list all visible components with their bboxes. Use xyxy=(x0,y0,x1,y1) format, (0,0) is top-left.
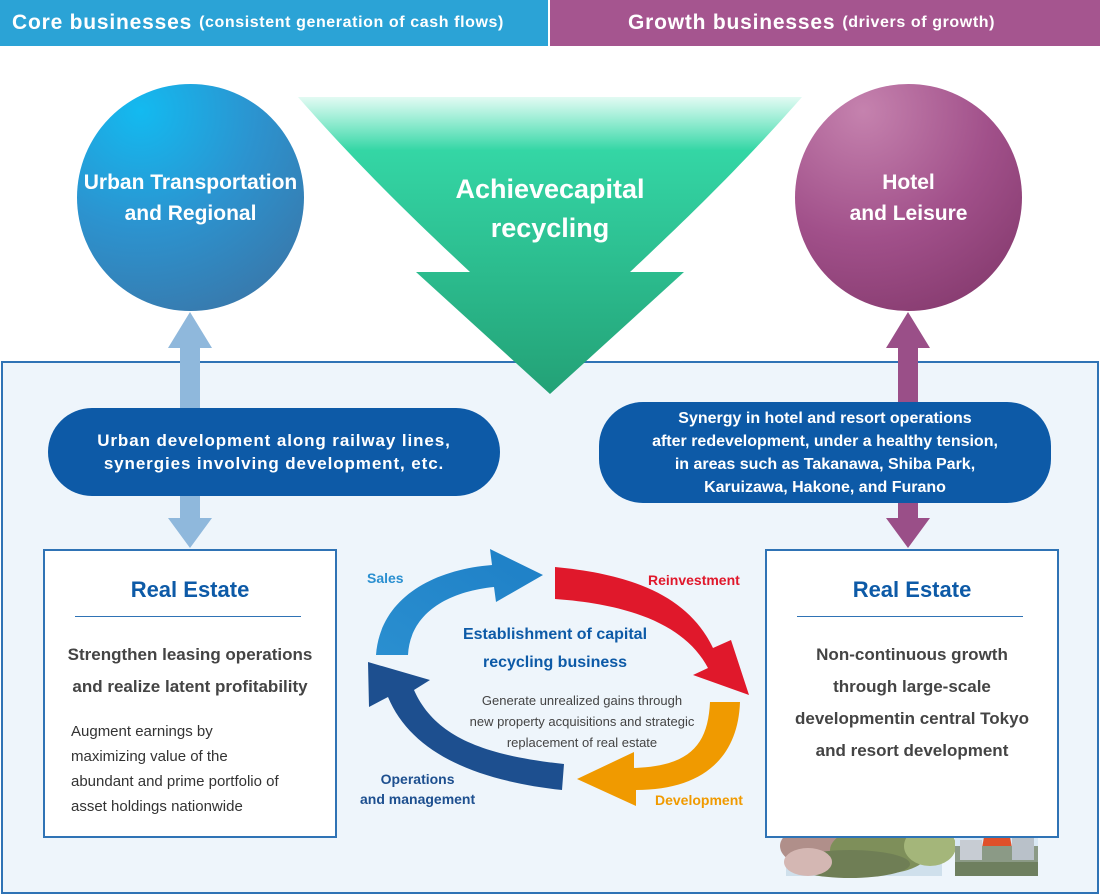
growth-businesses-header: Growth businesses (drivers of growth) xyxy=(550,0,1100,46)
real-estate-right-desc-line2: through large-scale xyxy=(833,677,991,696)
urban-transportation-line2: and Regional xyxy=(124,201,257,225)
real-estate-right-desc-line1: Non-continuous growth xyxy=(816,645,1008,664)
core-businesses-header: Core businesses (consistent generation o… xyxy=(0,0,548,46)
urban-synergy-line2: synergies involving development, etc. xyxy=(103,454,445,473)
capital-recycling-line2: recycling xyxy=(490,213,610,243)
hotel-synergy-line2: after redevelopment, under a healthy ten… xyxy=(652,432,998,450)
growth-businesses-subtitle: (drivers of growth) xyxy=(842,14,996,31)
hotel-leisure-circle: Hotel and Leisure xyxy=(795,84,1022,311)
real-estate-right-title: Real Estate xyxy=(852,577,972,602)
center-title-line2: recycling business xyxy=(482,654,628,671)
real-estate-left-desc-line2: and realize latent profitability xyxy=(72,677,308,696)
real-estate-left-detail-line4: asset holdings nationwide xyxy=(71,798,243,815)
center-desc-line1: Generate unrealized gains through xyxy=(481,693,683,708)
reinvestment-label: Reinvestment xyxy=(648,572,740,588)
capital-recycling-label: Achievecapital recycling xyxy=(430,170,670,248)
development-arrow xyxy=(577,702,740,806)
real-estate-right-box: Real Estate Non-continuous growth throug… xyxy=(765,549,1059,838)
urban-transportation-line1: Urban Transportation xyxy=(83,170,298,194)
hotel-synergy-line4: Karuizawa, Hakone, and Furano xyxy=(704,478,946,496)
capital-recycling-line1: Achievecapital xyxy=(455,174,645,204)
development-label: Development xyxy=(655,792,743,808)
real-estate-left-detail-line1: Augment earnings by xyxy=(71,723,213,740)
capital-recycling-business-description: Generate unrealized gains through new pr… xyxy=(448,690,716,753)
capital-recycling-arrow xyxy=(298,97,802,394)
hotel-synergy-line1: Synergy in hotel and resort operations xyxy=(678,409,972,427)
operations-label-line2: and management xyxy=(360,791,476,807)
reinvestment-arrow xyxy=(555,567,749,695)
hotel-synergy-line3: in areas such as Takanawa, Shiba Park, xyxy=(674,455,976,473)
center-title-line1: Establishment of capital xyxy=(462,626,648,643)
real-estate-left-desc-line1: Strengthen leasing operations xyxy=(67,645,313,664)
hotel-leisure-line1: Hotel xyxy=(882,170,935,194)
sales-arrow xyxy=(376,549,543,655)
center-desc-line2: new property acquisitions and strategic xyxy=(469,714,695,729)
sales-label: Sales xyxy=(367,570,404,586)
real-estate-left-divider xyxy=(75,616,301,617)
hotel-synergy-pill: Synergy in hotel and resort operations a… xyxy=(599,402,1051,503)
real-estate-right-desc-line4: and resort development xyxy=(815,741,1009,760)
real-estate-left-box: Real Estate Strengthen leasing operation… xyxy=(43,549,337,838)
operations-label: Operations and management xyxy=(360,769,475,809)
core-businesses-subtitle: (consistent generation of cash flows) xyxy=(199,14,504,31)
real-estate-left-description: Strengthen leasing operations and realiz… xyxy=(45,639,335,703)
hotel-leisure-line2: and Leisure xyxy=(849,201,968,225)
real-estate-left-detail-line2: maximizing value of the xyxy=(71,748,228,765)
real-estate-left-detail-line3: abundant and prime portfolio of xyxy=(71,773,279,790)
real-estate-right-divider xyxy=(797,616,1023,617)
urban-synergy-line1: Urban development along railway lines, xyxy=(97,431,451,450)
urban-transportation-circle: Urban Transportation and Regional xyxy=(77,84,304,311)
core-businesses-title: Core businesses xyxy=(12,11,193,34)
real-estate-left-detail: Augment earnings by maximizing value of … xyxy=(71,719,321,819)
operations-arrow xyxy=(368,662,564,790)
real-estate-right-desc-line3: developmentin central Tokyo xyxy=(795,709,1029,728)
center-desc-line3: replacement of real estate xyxy=(506,735,658,750)
real-estate-right-description: Non-continuous growth through large-scal… xyxy=(767,639,1057,767)
urban-synergy-pill: Urban development along railway lines, s… xyxy=(48,408,500,496)
operations-label-line1: Operations xyxy=(380,771,455,787)
growth-businesses-title: Growth businesses xyxy=(628,11,836,34)
capital-recycling-business-title: Establishment of capital recycling busin… xyxy=(440,621,670,677)
real-estate-left-title: Real Estate xyxy=(130,577,250,602)
